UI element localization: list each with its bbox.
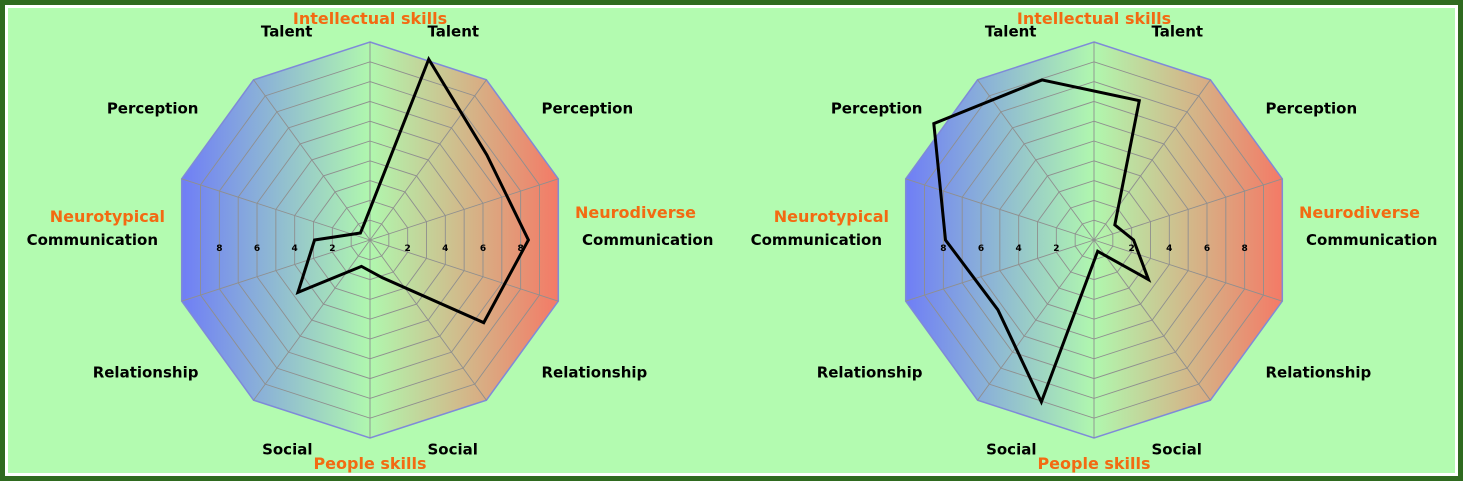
tick-label: 8 — [518, 244, 524, 254]
axis-label: Talent — [985, 22, 1037, 40]
axis-label: Perception — [1266, 99, 1358, 117]
grid-spoke — [181, 239, 371, 302]
tick-label: 6 — [978, 244, 984, 254]
tick-label: 2 — [329, 244, 335, 254]
axis-label: Communication — [751, 231, 882, 249]
group-label-left: Neurotypical — [774, 207, 889, 226]
tick-label: 2 — [405, 244, 411, 254]
axis-label: Communication — [27, 231, 158, 249]
axis-label: Talent — [1152, 22, 1204, 40]
grid-spoke — [253, 239, 371, 401]
grid-spoke — [181, 178, 371, 241]
axis-label: Social — [262, 441, 312, 459]
group-label-left: Neurotypical — [50, 207, 165, 226]
grid-spoke — [977, 79, 1095, 241]
tick-label: 4 — [292, 244, 298, 254]
grid-spoke — [369, 79, 487, 241]
grid-spoke — [1093, 239, 1211, 401]
grid-spoke — [1093, 178, 1283, 241]
axis-label: Perception — [542, 99, 634, 117]
grid-spoke — [1093, 79, 1211, 241]
grid-spoke — [369, 239, 559, 302]
grid-spoke — [369, 239, 487, 401]
tick-label: 4 — [1016, 244, 1022, 254]
grid-spoke — [369, 178, 559, 241]
axis-label: Communication — [582, 231, 713, 249]
group-label-right: Neurodiverse — [575, 203, 696, 222]
radar-chart-1: 2 2 4 4 6 6 8 8 TalentPerceptionCommunicationRel… — [27, 9, 714, 473]
group-label-bottom: People skills — [313, 454, 426, 473]
series-line-1 — [295, 55, 531, 325]
tick-label: 2 — [1053, 244, 1059, 254]
axis-label: Relationship — [1266, 364, 1372, 382]
axis-label: Social — [986, 441, 1036, 459]
axis-label: Communication — [1306, 231, 1437, 249]
tick-label: 6 — [1204, 244, 1210, 254]
axis-label: Relationship — [817, 364, 923, 382]
axis-label: Relationship — [93, 364, 199, 382]
grid-spoke — [1093, 239, 1283, 302]
series-line-1 — [932, 78, 1152, 406]
axis-label: Talent — [261, 22, 313, 40]
group-label-top: Intellectual skills — [293, 9, 447, 28]
grid-spoke — [905, 239, 1095, 302]
group-label-right: Neurodiverse — [1299, 203, 1420, 222]
axis-label: Perception — [107, 99, 199, 117]
tick-label: 8 — [1242, 244, 1248, 254]
group-label-top: Intellectual skills — [1017, 9, 1171, 28]
tick-label: 8 — [216, 244, 222, 254]
tick-label: 4 — [442, 244, 448, 254]
tick-label: 6 — [480, 244, 486, 254]
axis-label: Social — [1152, 441, 1202, 459]
group-label-bottom: People skills — [1037, 454, 1150, 473]
radar-chart-2: 2 2 4 4 6 6 8 8 TalentPerceptionCommunicationRel… — [751, 9, 1438, 473]
tick-label: 4 — [1166, 244, 1172, 254]
grid-spoke — [905, 178, 1095, 241]
tick-label: 8 — [940, 244, 946, 254]
axis-label: Relationship — [542, 364, 648, 382]
axis-label: Talent — [428, 22, 480, 40]
axis-label: Social — [428, 441, 478, 459]
axis-label: Perception — [831, 99, 923, 117]
tick-label: 2 — [1129, 244, 1135, 254]
grid-spoke — [977, 239, 1095, 401]
grid-spoke — [253, 79, 371, 241]
tick-label: 6 — [254, 244, 260, 254]
